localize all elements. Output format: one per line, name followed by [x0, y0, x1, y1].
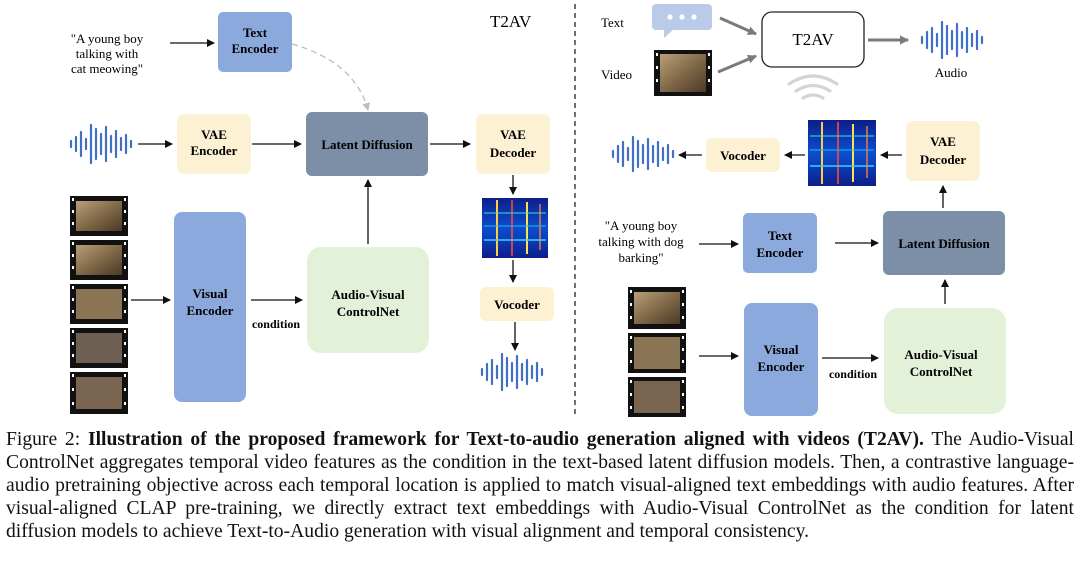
- left-vocoder-box: [480, 287, 554, 321]
- right-video-frame-image: [654, 50, 712, 96]
- left-audio-wave-icon: [69, 123, 133, 165]
- right-vocoder-box: [706, 138, 780, 172]
- right-text-encoder-label: Encoder: [757, 245, 804, 260]
- right-vae-decoder-label: Decoder: [920, 152, 966, 167]
- left-latent-diffusion-label: Latent Diffusion: [321, 137, 413, 152]
- right-output-wave-icon: [920, 20, 984, 60]
- left-vae-decoder-box: [476, 114, 550, 174]
- right-t2av-box: [761, 11, 865, 68]
- framework-diagram: T2AV "A young boy talking with cat meowi…: [69, 4, 1006, 417]
- right-visual-encoder-label: Encoder: [758, 359, 805, 374]
- left-visual-encoder-label: Encoder: [187, 303, 234, 318]
- chat-bubble-icon: [652, 4, 712, 38]
- left-text-encoder-box: [218, 12, 292, 72]
- left-visual-encoder-box: [174, 212, 246, 402]
- caption-lead: Figure 2:: [6, 429, 88, 450]
- left-vae-encoder-label: Encoder: [191, 143, 238, 158]
- right-vocoder-label: Vocoder: [720, 148, 766, 163]
- caption-bold: Illustration of the proposed framework f…: [87, 429, 924, 450]
- right-prompt-line: "A young boy: [605, 218, 678, 233]
- right-prompt-line: barking": [618, 250, 663, 265]
- left-visual-encoder-label: Visual: [193, 286, 228, 301]
- left-controlnet-box: [307, 247, 429, 353]
- right-panel: Text Video T2AV: [598, 4, 1006, 417]
- right-text-label: Text: [601, 15, 624, 30]
- left-prompt-line: "A young boy: [71, 31, 144, 46]
- right-condition-label: condition: [829, 367, 877, 381]
- left-prompt-line: talking with: [76, 46, 139, 61]
- right-prompt-line: talking with dog: [598, 234, 684, 249]
- right-controlnet-label: Audio-Visual: [904, 347, 978, 362]
- right-t2av-label: T2AV: [792, 30, 834, 49]
- left-condition-label: condition: [252, 317, 300, 331]
- caption-body: The Audio-Visual ControlNet aggregates t…: [6, 429, 1074, 542]
- right-visual-encoder-box: [744, 303, 818, 416]
- left-prompt-line: cat meowing": [71, 61, 143, 76]
- left-controlnet-label: ControlNet: [337, 304, 400, 319]
- right-spectrogram-image: [808, 120, 876, 186]
- left-vae-decoder-label: Decoder: [490, 145, 536, 160]
- left-vae-encoder-label: VAE: [201, 127, 227, 142]
- right-latent-diffusion-label: Latent Diffusion: [898, 236, 990, 251]
- figure-caption: Figure 2: Illustration of the proposed f…: [6, 428, 1074, 543]
- left-latent-diffusion-box: [306, 112, 428, 176]
- left-vocoder-label: Vocoder: [494, 297, 540, 312]
- right-visual-encoder-label: Visual: [764, 342, 799, 357]
- left-panel: T2AV "A young boy talking with cat meowi…: [69, 12, 554, 414]
- left-controlnet-label: Audio-Visual: [331, 287, 405, 302]
- right-text-encoder-box: [743, 213, 817, 273]
- left-text-encoder-label: Encoder: [232, 41, 279, 56]
- left-title: T2AV: [490, 12, 532, 31]
- left-vae-encoder-box: [177, 114, 251, 174]
- right-controlnet-box: [884, 308, 1006, 414]
- left-output-wave-icon: [480, 352, 544, 392]
- right-controlnet-label: ControlNet: [910, 364, 973, 379]
- left-text-encoder-label: Text: [243, 25, 268, 40]
- right-latent-diffusion-box: [883, 211, 1005, 275]
- right-text-encoder-label: Text: [768, 228, 793, 243]
- signal-icon: [787, 74, 839, 100]
- right-wave-icon: [611, 135, 675, 173]
- left-video-frames-image: [70, 196, 128, 414]
- left-spectrogram-image: [482, 198, 548, 258]
- right-video-frames-image: [628, 287, 686, 417]
- right-audio-label: Audio: [935, 65, 968, 80]
- right-video-label: Video: [601, 67, 632, 82]
- right-vae-decoder-box: [906, 121, 980, 181]
- right-vae-decoder-label: VAE: [930, 134, 956, 149]
- left-vae-decoder-label: VAE: [500, 127, 526, 142]
